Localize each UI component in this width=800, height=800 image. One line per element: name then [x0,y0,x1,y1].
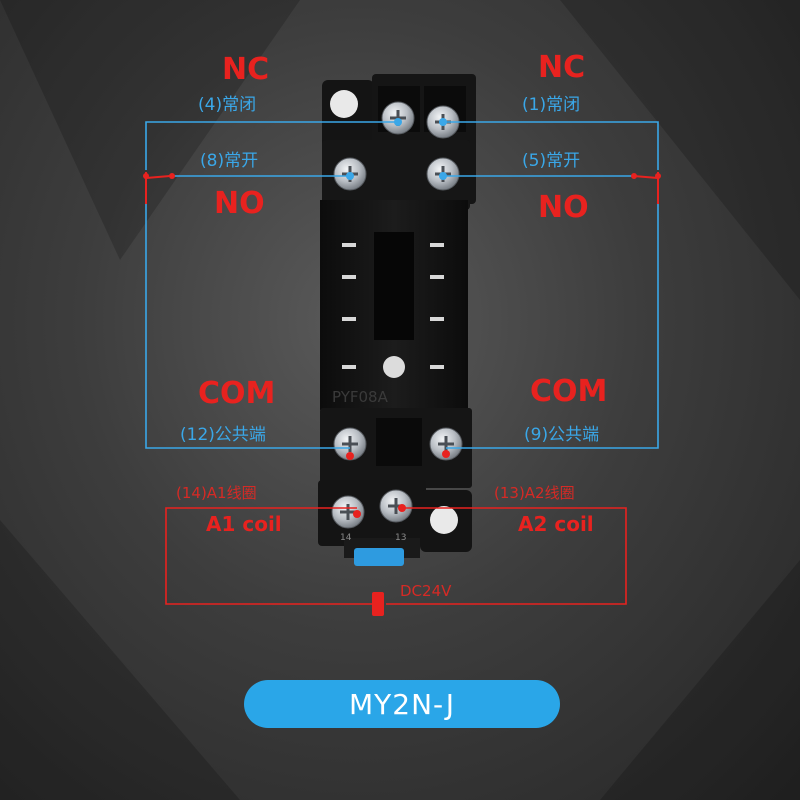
coil-wiring [165,507,627,605]
screw-a1 [331,495,365,529]
screw-a2 [379,489,413,523]
screw-com-right [429,427,463,461]
a2-label: A2 coil [518,512,594,536]
no-right-sub: (5)常开 [522,151,581,171]
pin-13-label: 13 [395,533,406,543]
dc-voltage-label: DC24V [400,582,452,600]
socket-marking: PYF08A [332,388,389,406]
nc-left-label: NC [222,52,270,87]
contact-dots [143,173,661,179]
com-left-sub: (12)公共端 [180,425,266,445]
nc-right-label: NC [538,50,586,85]
relay-socket [318,74,476,566]
com-left-label: COM [198,376,276,411]
model-badge: MY2N-J [244,680,560,728]
pin-slots [342,243,444,369]
mount-hole-bottom [430,506,458,534]
com-right-sub: (9)公共端 [524,425,600,445]
no-left-sub: (8)常开 [200,151,259,171]
a2-sub: (13)A2线圈 [494,484,575,502]
nc-left-sub: (4)常闭 [198,95,257,115]
center-hole [383,356,405,378]
a1-sub: (14)A1线圈 [176,484,257,502]
com-right-label: COM [530,374,608,409]
center-slot [374,232,414,340]
nc-right-sub: (1)常闭 [522,95,581,115]
no-right-label: NO [538,190,589,225]
a1-label: A1 coil [206,512,282,536]
no-left-label: NO [214,186,265,221]
socket-upper-shoulder [322,140,470,210]
mount-hole-top [330,90,358,118]
pin-14-label: 14 [340,533,352,543]
din-clip-blue [354,548,404,566]
coil-icon [372,592,384,616]
contact-wiring [145,121,659,449]
